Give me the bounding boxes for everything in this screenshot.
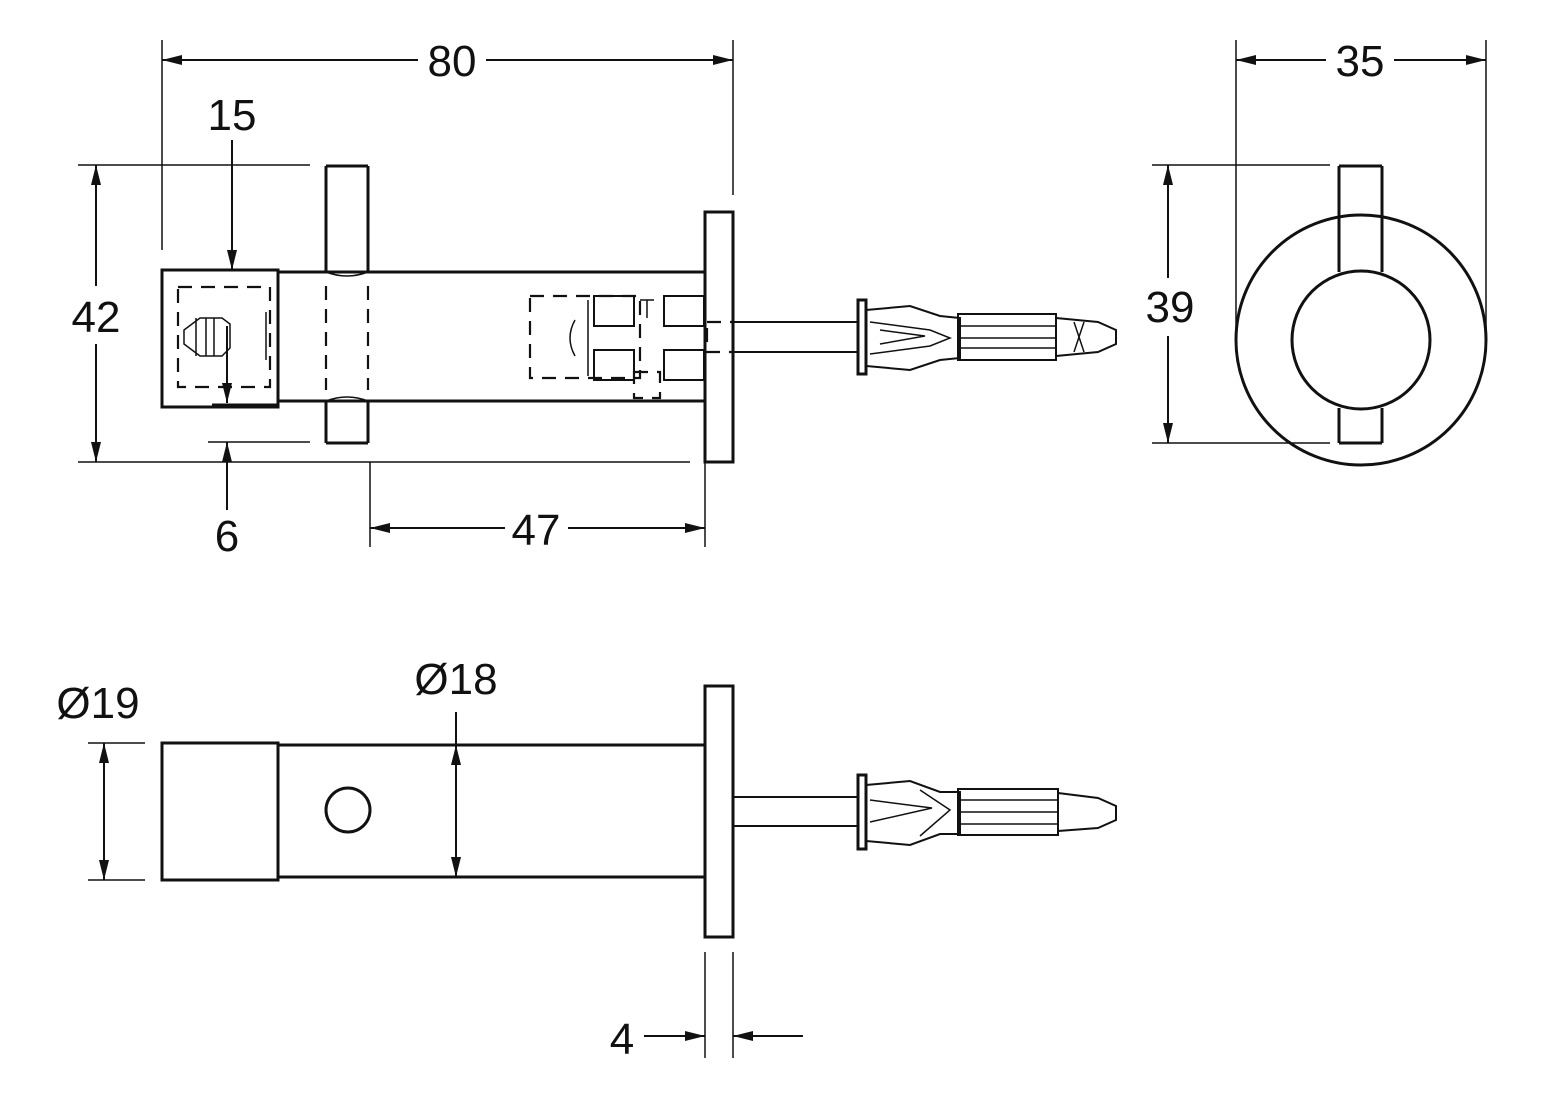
wall-plug: [856, 298, 1117, 376]
side-view: Ø19 Ø18 4: [56, 655, 1117, 1064]
dim-rosette-width: 35: [1336, 37, 1385, 86]
top-view: 80 15 42 6 47: [72, 37, 1117, 561]
dim-shaft-length: 47: [512, 506, 561, 555]
rosette-outer: [1234, 213, 1488, 467]
set-screw-hole: [324, 786, 372, 834]
dim-height-rosette: 39: [1146, 283, 1195, 332]
cap-side: [160, 741, 280, 882]
dim-diameter-cap: Ø19: [56, 679, 139, 728]
wall-plate: [703, 210, 735, 464]
rosette-inner: [1290, 269, 1432, 411]
dim-plate-thickness: 4: [610, 1015, 634, 1064]
dim-overall-length: 80: [428, 37, 477, 86]
dim-offset-bottom: 6: [215, 512, 239, 561]
dim-diameter-shaft: Ø18: [414, 655, 497, 704]
dim-height-side: 42: [72, 293, 121, 342]
wall-plate-side: [703, 684, 735, 939]
front-view: 35 39: [1146, 37, 1488, 467]
dim-offset-top: 15: [208, 91, 257, 140]
wall-plug-side: [856, 773, 1117, 851]
